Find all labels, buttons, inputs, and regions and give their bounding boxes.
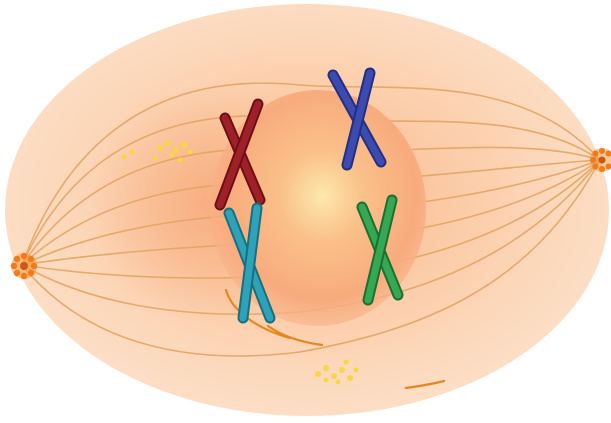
left-centrosome-icon: [11, 253, 37, 279]
